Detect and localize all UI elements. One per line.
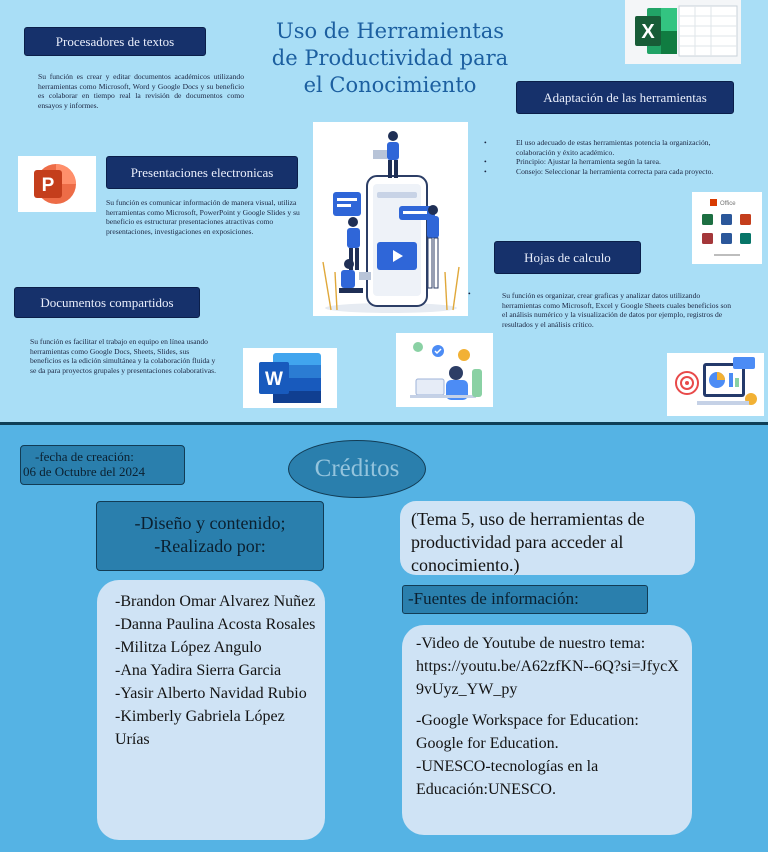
office-apps-image: Office xyxy=(692,192,762,264)
analytics-illustration xyxy=(675,357,757,405)
svg-text:X: X xyxy=(641,21,655,43)
sources-heading: -Fuentes de información: xyxy=(402,585,648,614)
office-apps-icon: Office xyxy=(702,199,751,256)
made-by-label: -Realizado por: xyxy=(154,536,266,556)
documentos-text: Su función es facilitar el trabajo en eq… xyxy=(30,337,216,375)
presentaciones-heading: Presentaciones electronicas xyxy=(106,156,298,189)
author-name: -Yasir Alberto Navidad Rubio xyxy=(115,685,307,702)
credits-slide: -fecha de creación: 06 de Octubre del 20… xyxy=(0,425,768,852)
adaptacion-heading: Adaptación de las herramientas xyxy=(516,81,734,114)
word-icon: W xyxy=(259,353,321,403)
hojas-heading: Hojas de calculo xyxy=(494,241,641,274)
procesadores-heading: Procesadores de textos xyxy=(24,27,206,56)
author-name: -Militza López Angulo xyxy=(115,639,262,656)
source-link[interactable]: https://youtu.be/A62zfKN--6Q?si=JfycX9vU… xyxy=(416,658,679,698)
collaboration-illustration xyxy=(410,342,482,400)
procesadores-text: Su función es crear y editar documentos … xyxy=(38,72,244,110)
hojas-text: Su función es organizar, crear graficas … xyxy=(502,291,732,329)
design-box: -Diseño y contenido; -Realizado por: xyxy=(96,501,324,571)
productivity-illustration xyxy=(313,122,468,316)
creation-date-box: -fecha de creación: 06 de Octubre del 20… xyxy=(20,445,185,485)
author-name: -Ana Yadira Sierra Garcia xyxy=(115,662,282,679)
author-name: -Danna Paulina Acosta Rosales xyxy=(115,616,316,633)
svg-text:W: W xyxy=(265,369,283,390)
powerpoint-icon: P xyxy=(34,164,76,204)
creation-date-label: -fecha de creación: xyxy=(35,449,134,464)
powerpoint-image: P xyxy=(18,156,96,212)
svg-text:Office: Office xyxy=(720,201,736,207)
word-image: W xyxy=(243,348,337,408)
excel-image: X xyxy=(625,0,741,64)
presentaciones-text: Su función es comunicar información de m… xyxy=(106,198,300,236)
adaptacion-bullet: Principio: Ajustar la herramienta según … xyxy=(484,157,730,167)
source-item: -Google Workspace for Education: Google … xyxy=(416,712,639,752)
documentos-heading: Documentos compartidos xyxy=(14,287,200,318)
adaptacion-bullet: Consejo: Seleccionar la herramienta corr… xyxy=(484,167,730,177)
authors-list: -Brandon Omar Alvarez Nuñez -Danna Pauli… xyxy=(97,580,325,840)
creation-date-value: 06 de Octubre del 2024 xyxy=(23,464,146,479)
design-label: -Diseño y contenido; xyxy=(134,513,286,533)
people-phone-illustration xyxy=(322,131,460,313)
svg-text:P: P xyxy=(42,175,55,196)
author-name: -Brandon Omar Alvarez Nuñez xyxy=(115,593,316,610)
source-item: -UNESCO-tecnologías en la Educación:UNES… xyxy=(416,758,599,798)
hojas-bullet-dot: • xyxy=(468,289,471,298)
adaptacion-list: El uso adecuado de estas herramientas po… xyxy=(484,138,730,176)
topic-box: (Tema 5, uso de herramientas de producti… xyxy=(400,501,695,575)
collaboration-image xyxy=(396,333,493,407)
analytics-image xyxy=(667,353,764,416)
poster-title: Uso de Herramientas de Productividad par… xyxy=(271,19,509,97)
credits-title: Créditos xyxy=(288,440,426,498)
excel-icon: X xyxy=(635,5,738,57)
adaptacion-bullet: El uso adecuado de estas herramientas po… xyxy=(484,138,730,157)
infographic-poster: Uso de Herramientas de Productividad par… xyxy=(0,0,768,422)
author-name: -Kimberly Gabriela López Urías xyxy=(115,708,285,748)
sources-list: -Video de Youtube de nuestro tema: https… xyxy=(402,625,692,835)
source-item: -Video de Youtube de nuestro tema: xyxy=(416,635,646,652)
